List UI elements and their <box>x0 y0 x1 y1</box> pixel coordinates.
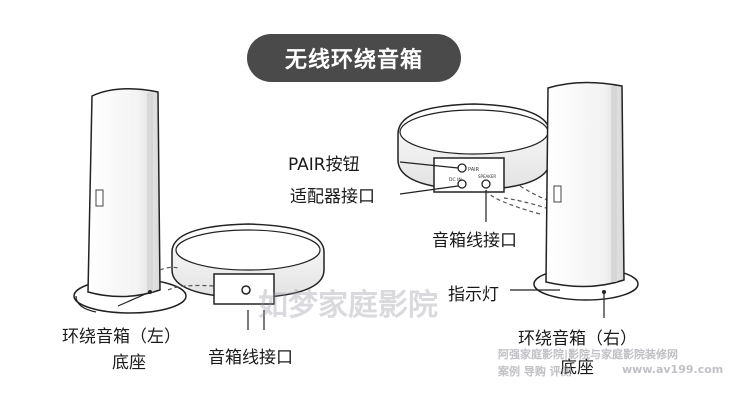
label-right-base: 底座 <box>560 358 594 378</box>
dcin-tiny-label: DC IN <box>449 177 462 183</box>
left-port-icon <box>241 285 251 295</box>
watermark-corner-url: www.av199.com <box>622 363 724 376</box>
diagram-title: 无线环绕音箱 <box>247 34 461 82</box>
adapter-port-icon <box>457 179 467 189</box>
watermark-corner-line1: 阿强家庭影院|影院与家庭影院装修网 <box>498 348 679 361</box>
label-left-base: 底座 <box>112 353 146 373</box>
label-left-speaker: 环绕音箱（左） <box>62 327 181 347</box>
label-pair-button: PAIR按钮 <box>288 155 360 175</box>
right-speaker <box>533 81 639 301</box>
pair-button-icon <box>457 163 467 173</box>
left-logo-icon <box>95 189 104 207</box>
watermark-corner-line2: 案例 导购 评测 <box>498 365 572 378</box>
label-indicator: 指示灯 <box>448 285 499 305</box>
right-logo-icon <box>553 185 562 203</box>
label-right-speaker: 环绕音箱（右） <box>518 329 637 349</box>
label-left-cable-port: 音箱线接口 <box>208 348 293 368</box>
right-port-box <box>433 157 505 193</box>
left-tower <box>87 88 161 298</box>
left-speaker <box>73 88 187 314</box>
right-tower <box>545 81 625 288</box>
speaker-port-icon <box>481 179 491 189</box>
left-receiver <box>171 223 325 305</box>
pair-tiny-label: PAIR <box>468 167 480 173</box>
label-right-cable-port: 音箱线接口 <box>432 231 517 251</box>
speaker-tiny-label: SPEAKER <box>478 174 496 179</box>
watermark-center: 如梦家庭影院 <box>258 288 438 323</box>
label-adapter-port: 适配器接口 <box>290 187 375 207</box>
right-receiver: PAIR DC IN SPEAKER <box>397 103 551 193</box>
